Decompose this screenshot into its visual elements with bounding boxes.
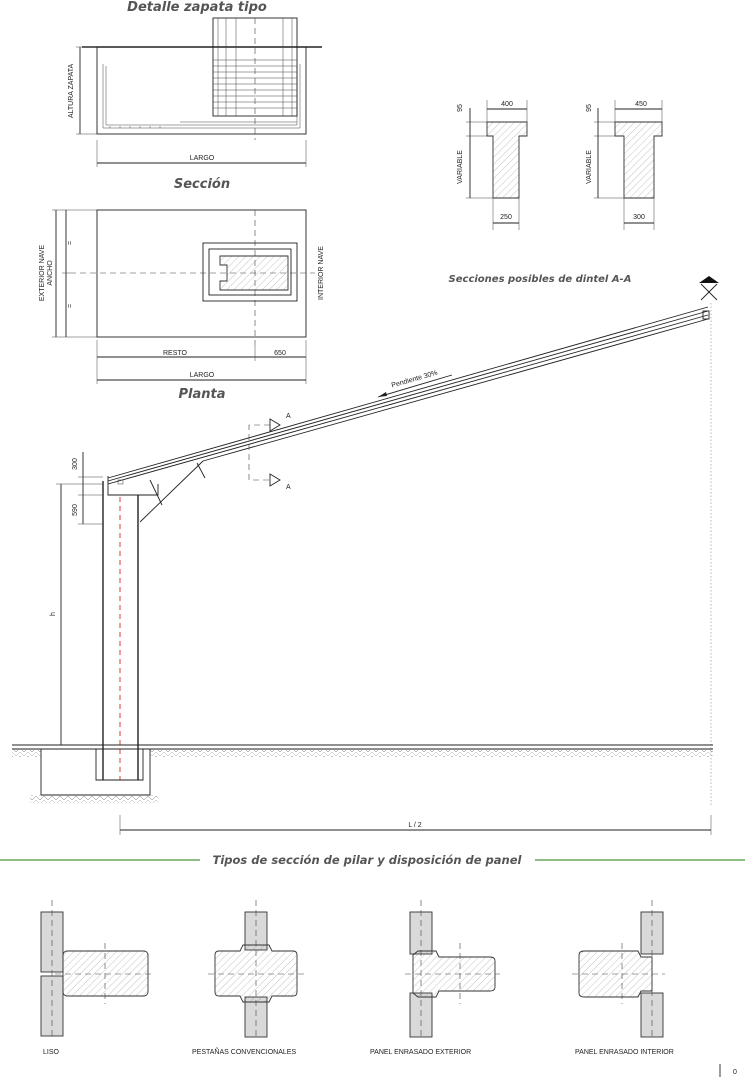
rest-label: RESTO xyxy=(163,350,188,357)
height-label: h xyxy=(50,612,57,616)
footing-title: Detalle zapata tipo xyxy=(127,0,267,15)
s1-top-width: 400 xyxy=(501,101,513,108)
s2-web-width: 300 xyxy=(633,214,645,221)
page-number: 0 xyxy=(733,1069,737,1076)
plan-length-label: LARGO xyxy=(190,372,215,379)
footing-height-label: ALTURA ZAPATA xyxy=(68,64,75,119)
portal-frame: Pendiente 30% A A 300 590 h xyxy=(12,276,719,835)
exterior-label: EXTERIOR NAVE xyxy=(39,245,46,302)
pillar-type-labels: LISO PESTAÑAS CONVENCIONALES PANEL ENRAS… xyxy=(43,1047,674,1056)
dim-650: 650 xyxy=(274,350,286,357)
interior-label: INTERIOR NAVE xyxy=(318,246,325,300)
dim-590: 590 xyxy=(72,504,79,516)
pillar-type-pestanas xyxy=(208,900,305,1040)
s1-flange-height: 95 xyxy=(457,104,464,112)
section-caption: Sección xyxy=(174,177,230,192)
pillar-type-interior xyxy=(572,900,665,1040)
footing-plan: EXTERIOR NAVE ANCHO = = INTERIOR NAVE RE… xyxy=(39,209,325,402)
pillar-types-header: Tipos de sección de pilar y disposición … xyxy=(0,853,745,867)
lintel-caption: Secciones posibles de dintel A-A xyxy=(449,274,632,285)
lintel-section-1: 95 VARIABLE 400 250 xyxy=(457,100,528,230)
pillar-label-interior: PANEL ENRASADO INTERIOR xyxy=(575,1049,674,1056)
s2-flange-height: 95 xyxy=(586,104,593,112)
section-length-label: LARGO xyxy=(190,155,215,162)
equal-mark-top: = xyxy=(67,241,74,245)
footing-section: Detalle zapata tipo xyxy=(68,0,322,192)
s2-variable: VARIABLE xyxy=(586,150,593,184)
width-label: ANCHO xyxy=(47,260,54,286)
dim-300: 300 xyxy=(72,458,79,470)
s1-variable: VARIABLE xyxy=(457,150,464,184)
span-label: L / 2 xyxy=(408,822,421,829)
pillar-label-pestanas: PESTAÑAS CONVENCIONALES xyxy=(192,1047,296,1056)
plan-caption: Planta xyxy=(179,387,226,402)
pillar-type-exterior xyxy=(405,900,500,1040)
equal-mark-bottom: = xyxy=(67,304,74,308)
pillar-label-liso: LISO xyxy=(43,1049,60,1056)
pillar-types-title: Tipos de sección de pilar y disposición … xyxy=(213,853,523,867)
cut-label-top: A xyxy=(286,413,291,420)
s2-top-width: 450 xyxy=(635,101,647,108)
s1-web-width: 250 xyxy=(500,214,512,221)
lintel-section-2: 95 VARIABLE 450 300 xyxy=(586,100,663,230)
pillar-type-liso xyxy=(40,900,155,1040)
cut-label-bottom: A xyxy=(286,484,291,491)
pillar-label-exterior: PANEL ENRASADO EXTERIOR xyxy=(370,1049,471,1056)
